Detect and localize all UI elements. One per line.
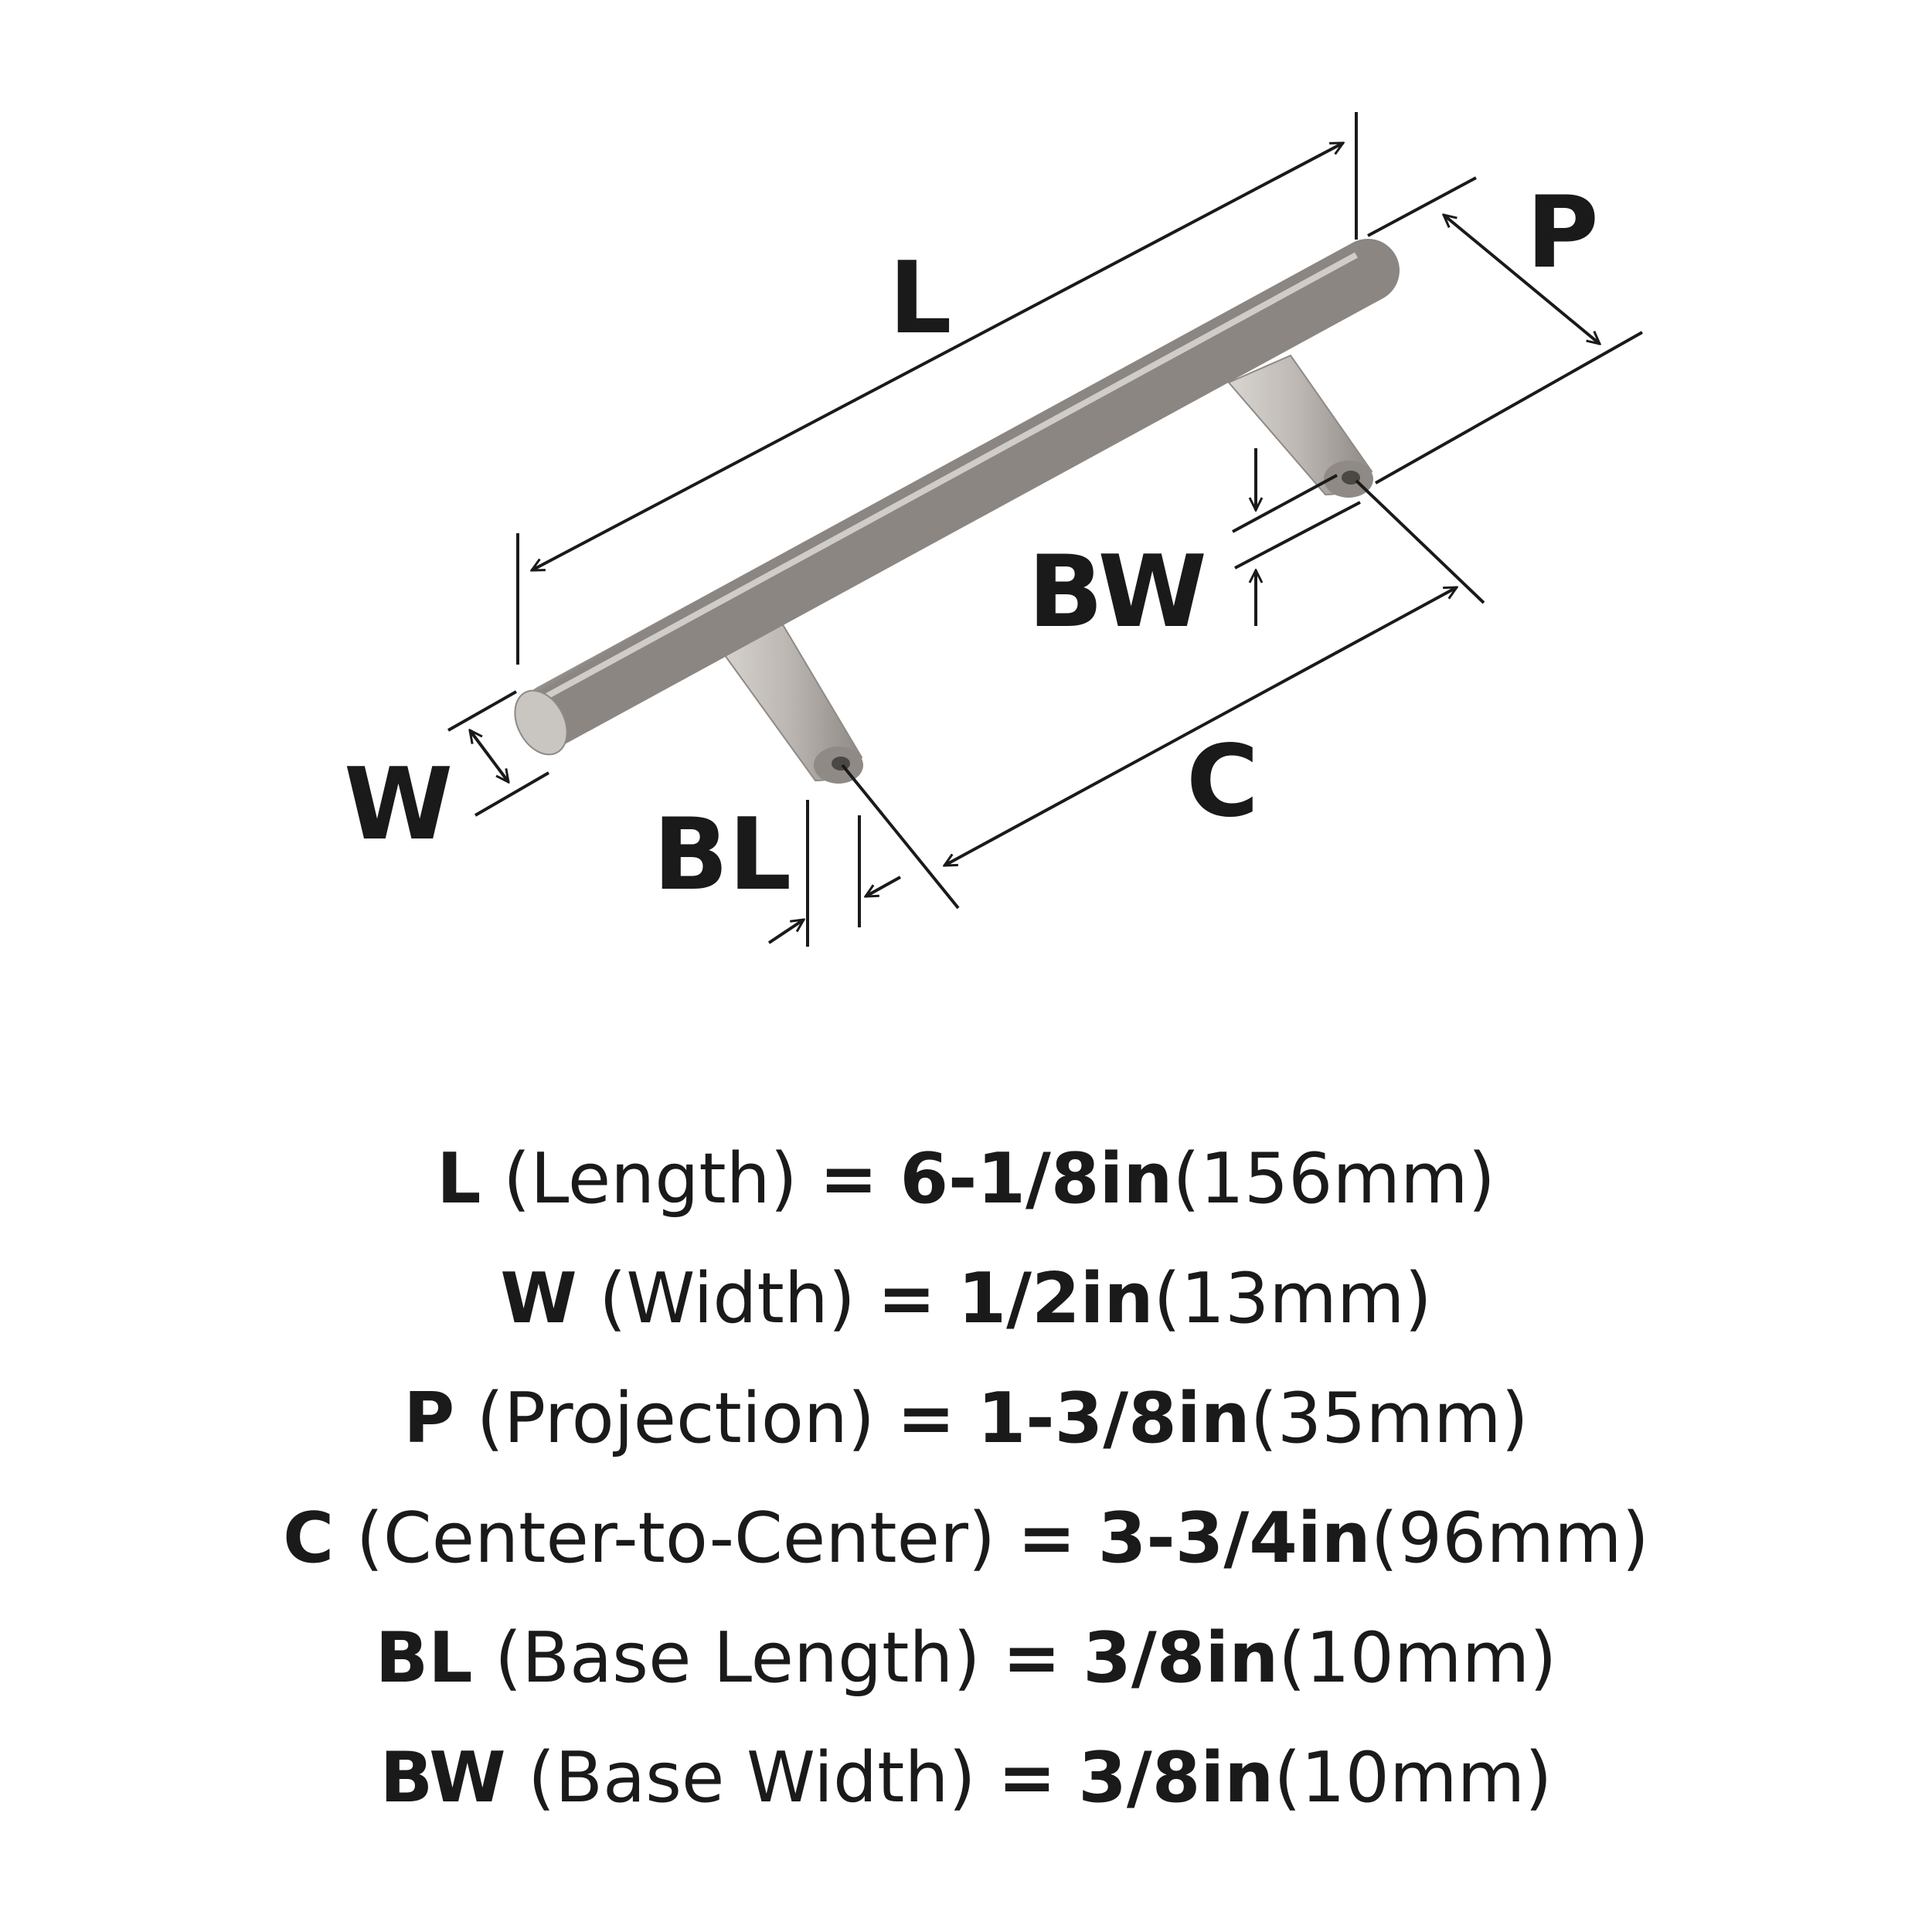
label-W: W xyxy=(344,747,453,862)
spec-list: L (Length) = 6-1/8in(156mm) W (Width) = … xyxy=(0,1119,1932,1838)
spec-key: P xyxy=(403,1378,455,1459)
label-BW: BW xyxy=(1028,535,1207,650)
dimension-BL xyxy=(767,764,960,947)
spec-name: (Center-to-Center) xyxy=(355,1498,996,1579)
spec-equals: = xyxy=(1017,1498,1077,1579)
spec-equals: = xyxy=(1002,1617,1061,1699)
spec-base-length: BL (Base Length) = 3/8in(10mm) xyxy=(0,1598,1932,1718)
spec-value: 1/2in xyxy=(957,1258,1154,1339)
label-P: P xyxy=(1526,175,1599,291)
spec-center-to-center: C (Center-to-Center) = 3-3/4in(96mm) xyxy=(0,1478,1932,1598)
spec-equals: = xyxy=(896,1378,956,1459)
dimension-P xyxy=(1367,176,1643,485)
spec-name: (Projection) xyxy=(476,1378,876,1459)
spec-key: BW xyxy=(379,1737,506,1818)
right-post xyxy=(1227,354,1373,498)
dimension-diagram: L P BW W BL C xyxy=(344,112,1643,947)
spec-equals: = xyxy=(998,1737,1056,1818)
label-C: C xyxy=(1186,724,1259,839)
dimension-L xyxy=(516,112,1358,665)
spec-value: 6-1/8in xyxy=(900,1138,1173,1219)
spec-width: W (Width) = 1/2in(13mm) xyxy=(0,1239,1932,1359)
spec-metric: (13mm) xyxy=(1153,1258,1432,1339)
label-L: L xyxy=(889,241,952,356)
spec-metric: (10mm) xyxy=(1278,1617,1557,1699)
spec-length: L (Length) = 6-1/8in(156mm) xyxy=(0,1119,1932,1239)
spec-name: (Base Length) xyxy=(495,1617,981,1699)
spec-equals: = xyxy=(819,1138,878,1219)
spec-key: L xyxy=(437,1138,481,1219)
spec-key: W xyxy=(500,1258,577,1339)
spec-name: (Base Width) xyxy=(528,1737,976,1818)
label-BL: BL xyxy=(653,798,791,913)
spec-base-width: BW (Base Width) = 3/8in(10mm) xyxy=(0,1718,1932,1838)
spec-equals: = xyxy=(877,1258,936,1339)
spec-key: BL xyxy=(375,1617,473,1699)
spec-projection: P (Projection) = 1-3/8in(35mm) xyxy=(0,1359,1932,1478)
spec-value: 3/8in xyxy=(1078,1737,1274,1818)
spec-metric: (10mm) xyxy=(1274,1737,1553,1818)
spec-value: 3-3/4in xyxy=(1097,1498,1371,1579)
spec-value: 1-3/8in xyxy=(977,1378,1250,1459)
dimension-C xyxy=(944,479,1485,867)
spec-metric: (96mm) xyxy=(1370,1498,1649,1579)
spec-metric: (156mm) xyxy=(1172,1138,1495,1219)
spec-value: 3/8in xyxy=(1083,1617,1279,1699)
spec-metric: (35mm) xyxy=(1250,1378,1529,1459)
spec-name: (Width) xyxy=(599,1258,855,1339)
spec-name: (Length) xyxy=(503,1138,798,1219)
dimension-W xyxy=(447,690,550,817)
spec-key: C xyxy=(283,1498,335,1579)
